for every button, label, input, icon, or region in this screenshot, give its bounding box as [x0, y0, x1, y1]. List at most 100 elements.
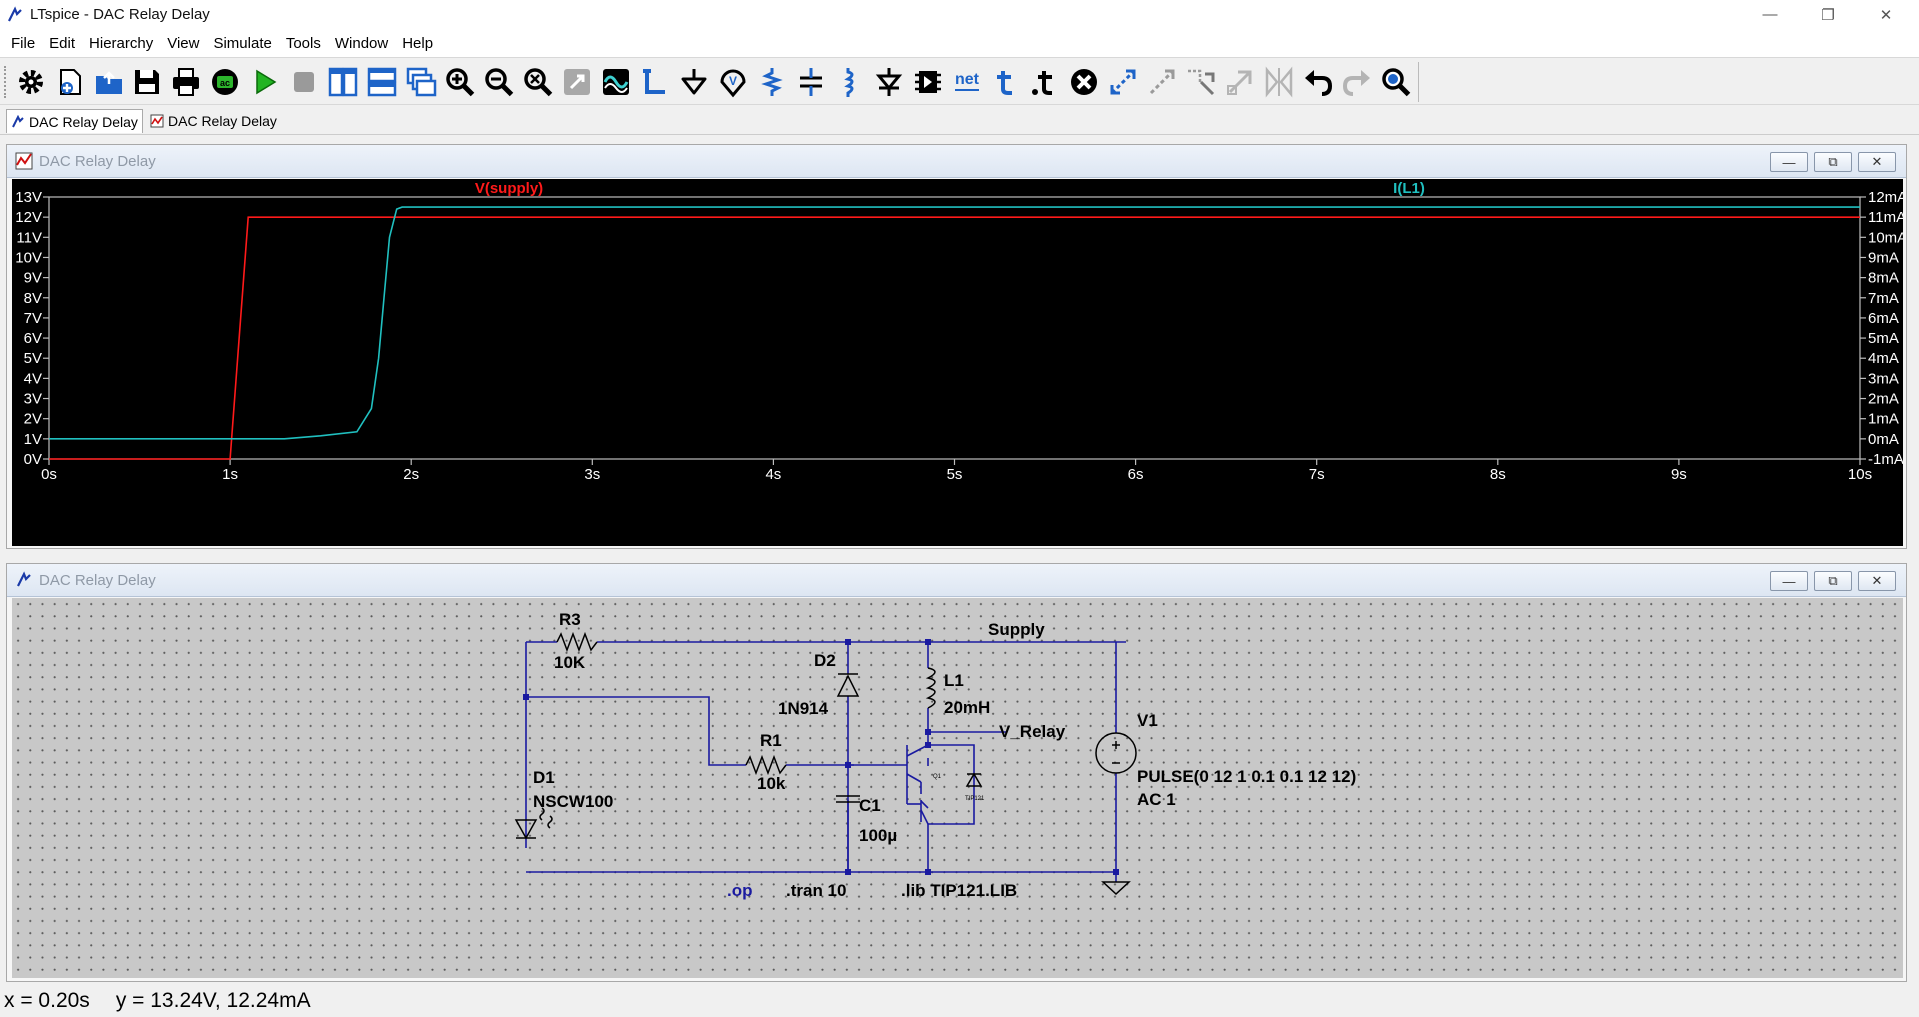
capacitor-button[interactable] [794, 64, 828, 100]
minimize-window-button[interactable]: — [1762, 6, 1778, 23]
tile-horizontal-button[interactable] [365, 64, 399, 100]
autorange-button[interactable] [560, 64, 594, 100]
ac-analysis-button[interactable]: ac [208, 64, 242, 100]
tab-waveform[interactable]: DAC Relay Delay [146, 109, 281, 133]
menu-tools[interactable]: Tools [285, 34, 321, 52]
zoom-in-button[interactable] [443, 64, 477, 100]
inductor-button[interactable] [833, 64, 867, 100]
d1-name[interactable]: D1 [533, 768, 555, 787]
directive-op[interactable]: .op [727, 881, 753, 900]
rotate-button[interactable] [1223, 64, 1257, 100]
delete-button[interactable] [1067, 64, 1101, 100]
left-tick-label[interactable]: 4V [24, 370, 42, 387]
right-tick-label[interactable]: 11mA [1868, 209, 1906, 226]
waveform-minimize-button[interactable]: — [1770, 152, 1808, 172]
spice-directive-button[interactable] [1028, 64, 1062, 100]
left-tick-label[interactable]: 3V [24, 391, 42, 408]
c1-capacitor-symbol[interactable] [836, 795, 860, 803]
q1-value[interactable]: TIP121 [965, 796, 985, 802]
menu-file[interactable]: File [11, 34, 36, 52]
schematic-minimize-button[interactable]: — [1770, 571, 1808, 591]
v1-name[interactable]: V1 [1137, 711, 1158, 730]
x-tick-label[interactable]: 1s [222, 466, 238, 483]
schematic-close-button[interactable]: ✕ [1858, 571, 1896, 591]
c1-value[interactable]: 100µ [859, 826, 897, 845]
menu-help[interactable]: Help [402, 34, 434, 52]
directive-lib[interactable]: .lib TIP121.LIB [901, 881, 1017, 900]
menu-hierarchy[interactable]: Hierarchy [89, 34, 154, 52]
l1-value[interactable]: 20mH [944, 698, 990, 717]
tab-schematic[interactable]: DAC Relay Delay [6, 109, 143, 133]
left-tick-label[interactable]: 10V [15, 249, 42, 266]
right-tick-label[interactable]: 9mA [1868, 249, 1899, 266]
x-tick-label[interactable]: 4s [765, 466, 781, 483]
c1-name[interactable]: C1 [859, 796, 881, 815]
zoom-out-button[interactable] [482, 64, 516, 100]
right-tick-label[interactable]: -1mA [1868, 451, 1904, 468]
left-tick-label[interactable]: 11V [16, 229, 42, 246]
right-tick-label[interactable]: 7mA [1868, 290, 1899, 307]
run-button[interactable] [248, 64, 282, 100]
toolbar-grip[interactable] [4, 66, 8, 98]
l1-name[interactable]: L1 [944, 671, 964, 690]
right-tick-label[interactable]: 2mA [1868, 391, 1899, 408]
redo-button[interactable] [1340, 64, 1374, 100]
settings-button[interactable] [14, 64, 48, 100]
right-tick-label[interactable]: 1mA [1868, 411, 1899, 428]
x-tick-label[interactable]: 10s [1848, 466, 1872, 483]
l1-inductor-symbol[interactable] [925, 667, 936, 709]
x-tick-label[interactable]: 9s [1671, 466, 1687, 483]
v1-source-symbol[interactable] [1095, 732, 1137, 774]
r3-resistor-symbol[interactable] [556, 631, 598, 653]
net-button[interactable]: net [950, 64, 984, 100]
schematic-restore-button[interactable]: ⧉ [1814, 571, 1852, 591]
d2-name[interactable]: D2 [814, 651, 836, 670]
schematic-canvas[interactable]: R3 10K D2 1N914 L1 20mH V1 PULSE(0 12 1 … [12, 598, 1903, 978]
left-tick-label[interactable]: 8V [24, 290, 42, 307]
flip-button[interactable] [1262, 64, 1296, 100]
d2-value[interactable]: 1N914 [778, 699, 829, 718]
r3-name[interactable]: R3 [559, 610, 581, 629]
waveform-button[interactable] [599, 64, 633, 100]
r3-value[interactable]: 10K [554, 653, 586, 672]
x-tick-label[interactable]: 7s [1309, 466, 1325, 483]
right-tick-label[interactable]: 8mA [1868, 270, 1899, 287]
right-tick-label[interactable]: 3mA [1868, 370, 1899, 387]
restore-window-button[interactable]: ❐ [1821, 6, 1835, 24]
new-schematic-button[interactable] [53, 64, 87, 100]
r1-name[interactable]: R1 [760, 731, 782, 750]
net-label-v-relay[interactable]: V_Relay [999, 722, 1066, 741]
text-button[interactable] [989, 64, 1023, 100]
tile-vertical-button[interactable] [326, 64, 360, 100]
menu-view[interactable]: View [167, 34, 200, 52]
mirror-button[interactable] [1184, 64, 1218, 100]
right-tick-label[interactable]: 0mA [1868, 431, 1899, 448]
close-window-button[interactable]: ✕ [1879, 6, 1893, 24]
zoom-fit-button[interactable] [521, 64, 555, 100]
x-tick-label[interactable]: 3s [584, 466, 600, 483]
waveform-close-button[interactable]: ✕ [1858, 152, 1896, 172]
wires[interactable] [525, 641, 1126, 882]
x-tick-label[interactable]: 2s [403, 466, 419, 483]
right-tick-label[interactable]: 10mA [1868, 229, 1907, 246]
x-tick-label[interactable]: 8s [1490, 466, 1506, 483]
undo-button[interactable] [1301, 64, 1335, 100]
diode-button[interactable] [872, 64, 906, 100]
right-tick-label[interactable]: 4mA [1868, 350, 1899, 367]
drag-button[interactable] [1145, 64, 1179, 100]
x-tick-label[interactable]: 0s [41, 466, 57, 483]
right-tick-label[interactable]: 12mA [1868, 189, 1907, 206]
q1-name[interactable]: Q1 [933, 774, 942, 780]
schematic-drawing[interactable]: R3 10K D2 1N914 L1 20mH V1 PULSE(0 12 1 … [12, 598, 1903, 978]
r1-resistor-symbol[interactable] [745, 754, 787, 776]
trace-v-supply[interactable] [49, 216, 1860, 460]
cascade-button[interactable] [404, 64, 438, 100]
right-tick-label[interactable]: 6mA [1868, 310, 1899, 327]
save-button[interactable] [130, 64, 164, 100]
resistor-button[interactable] [755, 64, 789, 100]
right-tick-label[interactable]: 5mA [1868, 330, 1899, 347]
x-tick-label[interactable]: 6s [1128, 466, 1144, 483]
menu-simulate[interactable]: Simulate [213, 34, 272, 52]
